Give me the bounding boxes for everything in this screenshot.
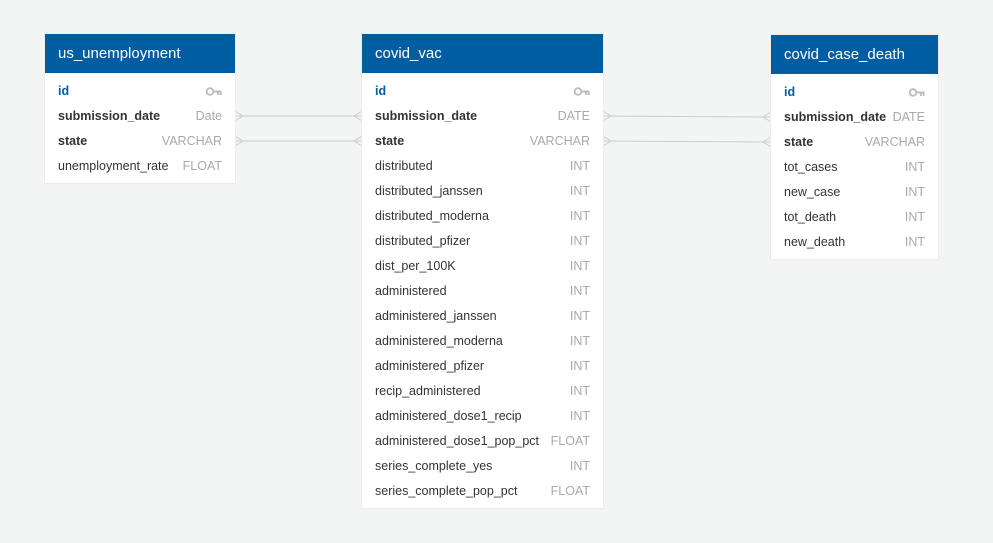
column-name: distributed_pfizer: [375, 234, 471, 248]
column-name: state: [784, 135, 814, 149]
link-submission-date-left[interactable]: [234, 110, 363, 122]
column-name: administered_janssen: [375, 309, 497, 323]
column-name: tot_cases: [784, 160, 838, 174]
column-row[interactable]: submission_date Date: [45, 104, 235, 129]
column-type: FLOAT: [182, 159, 222, 173]
column-type: Date: [195, 109, 222, 123]
column-name: state: [58, 134, 88, 148]
column-type: INT: [569, 459, 590, 473]
column-type: FLOAT: [550, 484, 590, 498]
table-us-unemployment[interactable]: us_unemployment id submission_date Date …: [45, 34, 235, 183]
key-icon: [206, 87, 222, 96]
column-name: id: [784, 85, 796, 99]
column-type: INT: [569, 334, 590, 348]
column-type: INT: [569, 209, 590, 223]
table-title[interactable]: covid_vac: [362, 34, 603, 73]
column-row[interactable]: distributed_pfizer INT: [362, 229, 603, 254]
column-row[interactable]: id: [771, 80, 938, 105]
column-name: tot_death: [784, 210, 837, 224]
column-row[interactable]: tot_cases INT: [771, 155, 938, 180]
column-row[interactable]: series_complete_pop_pct FLOAT: [362, 479, 603, 504]
column-row[interactable]: administered_pfizer INT: [362, 354, 603, 379]
column-type: FLOAT: [550, 434, 590, 448]
column-type: INT: [904, 235, 925, 249]
column-row[interactable]: administered_moderna INT: [362, 329, 603, 354]
column-row[interactable]: new_case INT: [771, 180, 938, 205]
column-type: INT: [569, 409, 590, 423]
column-name: id: [375, 84, 387, 98]
column-row[interactable]: distributed_moderna INT: [362, 204, 603, 229]
column-type: INT: [569, 359, 590, 373]
column-type: INT: [904, 185, 925, 199]
table-title[interactable]: covid_case_death: [771, 35, 938, 74]
column-name: distributed_moderna: [375, 209, 489, 223]
column-list: id submission_date DATE state VARCHAR di…: [362, 73, 603, 508]
column-row[interactable]: state VARCHAR: [45, 129, 235, 154]
link-state-right[interactable]: [602, 135, 772, 148]
column-name: administered_moderna: [375, 334, 503, 348]
column-name: id: [58, 84, 70, 98]
column-row[interactable]: recip_administered INT: [362, 379, 603, 404]
table-title[interactable]: us_unemployment: [45, 34, 235, 73]
column-list: id submission_date Date state VARCHAR un…: [45, 73, 235, 183]
column-name: administered_pfizer: [375, 359, 485, 373]
column-name: submission_date: [58, 109, 161, 123]
column-type: VARCHAR: [529, 134, 590, 148]
column-row[interactable]: submission_date DATE: [771, 105, 938, 130]
column-type: INT: [569, 234, 590, 248]
column-row[interactable]: dist_per_100K INT: [362, 254, 603, 279]
column-name: dist_per_100K: [375, 259, 456, 273]
column-name: state: [375, 134, 405, 148]
column-name: submission_date: [375, 109, 478, 123]
column-type: DATE: [557, 109, 590, 123]
column-type: INT: [569, 259, 590, 273]
column-row[interactable]: submission_date DATE: [362, 104, 603, 129]
column-row[interactable]: administered INT: [362, 279, 603, 304]
column-type: INT: [904, 160, 925, 174]
column-row[interactable]: series_complete_yes INT: [362, 454, 603, 479]
column-name: unemployment_rate: [58, 159, 169, 173]
column-name: administered_dose1_recip: [375, 409, 522, 423]
column-row[interactable]: tot_death INT: [771, 205, 938, 230]
table-covid-vac[interactable]: covid_vac id submission_date DATE state …: [362, 34, 603, 508]
column-row[interactable]: administered_dose1_recip INT: [362, 404, 603, 429]
column-name: recip_administered: [375, 384, 481, 398]
column-name: new_case: [784, 185, 841, 199]
column-type: DATE: [892, 110, 925, 124]
column-type: VARCHAR: [161, 134, 222, 148]
column-name: series_complete_pop_pct: [375, 484, 518, 498]
column-type: INT: [569, 384, 590, 398]
column-name: series_complete_yes: [375, 459, 493, 473]
column-name: administered: [375, 284, 447, 298]
column-name: distributed: [375, 159, 433, 173]
link-submission-date-right[interactable]: [602, 110, 772, 123]
column-type: INT: [569, 309, 590, 323]
column-row[interactable]: distributed INT: [362, 154, 603, 179]
column-list: id submission_date DATE state VARCHAR to…: [771, 74, 938, 259]
column-name: submission_date: [784, 110, 887, 124]
column-row[interactable]: administered_janssen INT: [362, 304, 603, 329]
column-row[interactable]: new_death INT: [771, 230, 938, 255]
column-row[interactable]: unemployment_rate FLOAT: [45, 154, 235, 179]
column-name: distributed_janssen: [375, 184, 483, 198]
column-row[interactable]: distributed_janssen INT: [362, 179, 603, 204]
key-icon: [574, 87, 590, 96]
table-covid-case-death[interactable]: covid_case_death id submission_date DATE…: [771, 35, 938, 259]
column-name: administered_dose1_pop_pct: [375, 434, 540, 448]
column-type: INT: [904, 210, 925, 224]
column-row[interactable]: id: [362, 79, 603, 104]
column-type: INT: [569, 184, 590, 198]
column-type: INT: [569, 284, 590, 298]
column-row[interactable]: administered_dose1_pop_pct FLOAT: [362, 429, 603, 454]
key-icon: [909, 88, 925, 97]
link-state-left[interactable]: [234, 135, 363, 147]
column-row[interactable]: state VARCHAR: [362, 129, 603, 154]
column-row[interactable]: id: [45, 79, 235, 104]
column-type: VARCHAR: [864, 135, 925, 149]
column-type: INT: [569, 159, 590, 173]
column-name: new_death: [784, 235, 846, 249]
column-row[interactable]: state VARCHAR: [771, 130, 938, 155]
